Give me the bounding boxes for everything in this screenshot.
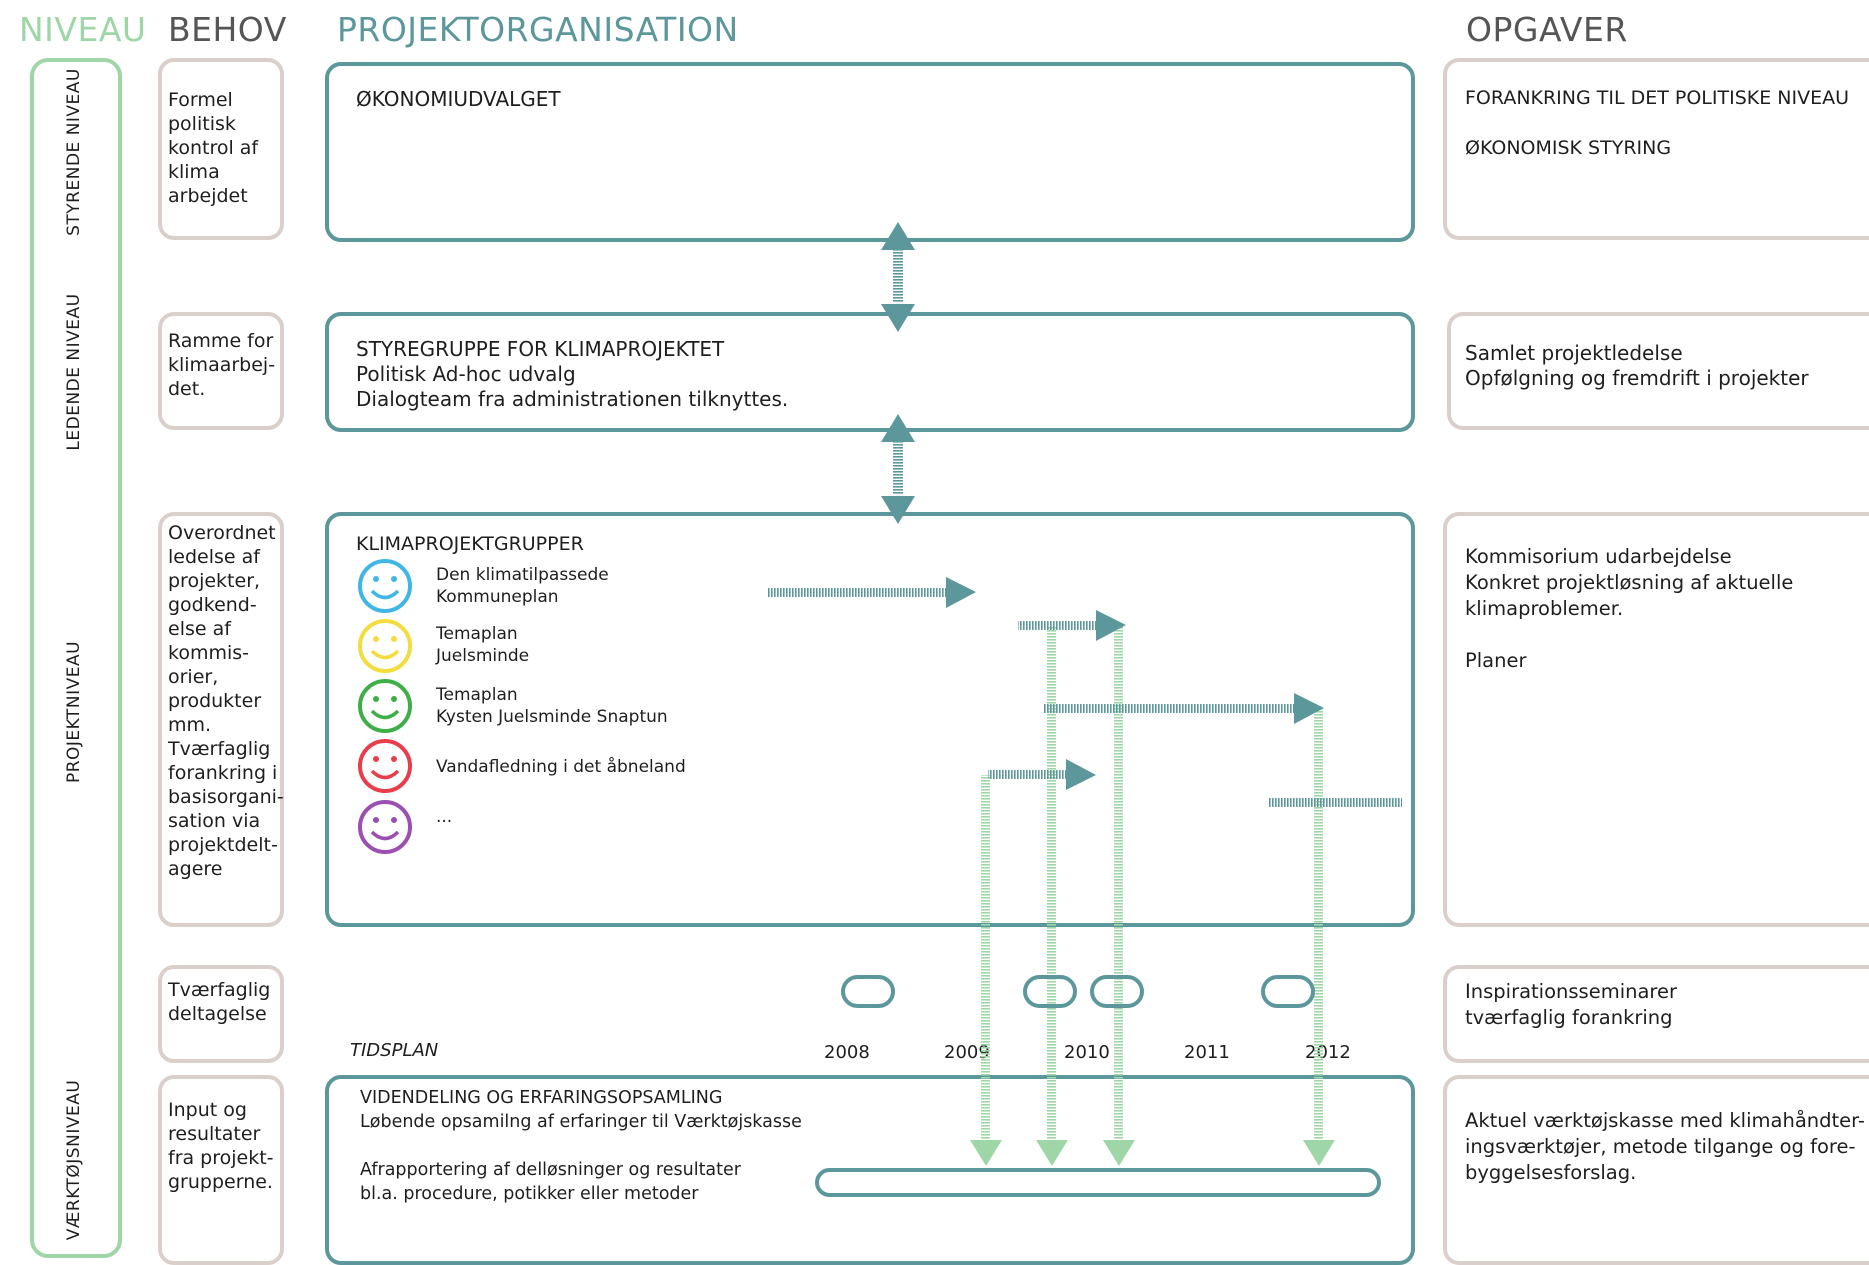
okonomiudvalget-box: [325, 62, 1415, 242]
year-label-2008: 2008: [824, 1042, 870, 1063]
opgaver-text-1: FORANKRING TIL DET POLITISKE NIVEAU ØKON…: [1465, 87, 1849, 159]
behov-text-5: Input og resultater fra projekt- grupper…: [168, 1099, 274, 1193]
group-label-4: Vandafledning i det åbneland: [436, 757, 686, 777]
behov-text-3: Overordnet ledelse af projekter, godkend…: [168, 522, 284, 880]
arrow-okonomi-styregruppe: [881, 222, 915, 332]
timeline-line-ellipsis: [1268, 798, 1402, 807]
smiley-red-icon: [358, 739, 412, 793]
opgaver-text-2: Samlet projektledelse Opfølgning og frem…: [1465, 341, 1809, 390]
timeline-arrow-kommuneplan: [768, 577, 976, 608]
behov-text-1: Formel politisk kontrol af klima arbejde…: [168, 89, 259, 207]
smiley-green-icon: [358, 679, 412, 733]
smiley-blue-icon: [358, 559, 412, 613]
seminar-marker-2010: [1090, 975, 1144, 1008]
opgaver-box-2: [1447, 312, 1869, 430]
behov-box-1: [158, 58, 284, 240]
seminar-marker-2009: [1023, 975, 1077, 1008]
behov-box-4: [158, 965, 284, 1063]
header-behov: BEHOV: [168, 10, 287, 49]
opgaver-box-3: [1443, 512, 1869, 927]
behov-box-2: [158, 312, 284, 430]
opgaver-text-5: Aktuel værktøjskasse med klimahåndter- i…: [1465, 1109, 1865, 1184]
behov-box-3: [158, 512, 284, 927]
header-projektorganisation: PROJEKTORGANISATION: [337, 10, 739, 49]
toolbox-bar: [815, 1168, 1381, 1197]
header-opgaver: OPGAVER: [1466, 10, 1628, 49]
behov-text-2: Ramme for klimaarbej- det.: [168, 330, 276, 400]
seminar-marker-2012: [1261, 975, 1315, 1008]
tidsplan-label: TIDSPLAN: [350, 1040, 439, 1061]
smiley-yellow-icon: [358, 619, 412, 673]
timeline-arrow-vandafledning: [988, 759, 1096, 790]
klimaprojektgrupper-box: [325, 512, 1415, 927]
header-niveau: NIVEAU: [19, 10, 147, 49]
seminar-marker-2008: [841, 975, 895, 1008]
timeline-arrow-juelsminde: [1018, 610, 1126, 641]
green-connectors: [970, 627, 1335, 1166]
arrow-styregruppe-klima: [881, 414, 915, 524]
okonomiudvalget-title: ØKONOMIUDVALGET: [356, 87, 561, 111]
styregruppe-box: [325, 312, 1415, 432]
year-label-2011: 2011: [1184, 1042, 1230, 1063]
klimaprojektgrupper-title: KLIMAPROJEKTGRUPPER: [356, 533, 584, 555]
styregruppe-text: STYREGRUPPE FOR KLIMAPROJEKTET Politisk …: [356, 337, 789, 411]
group-label-5: ...: [436, 807, 453, 827]
opgaver-text-3: Kommisorium udarbejdelse Konkret projekt…: [1465, 545, 1794, 672]
year-label-2009: 2009: [944, 1042, 990, 1063]
smiley-purple-icon: [358, 800, 412, 854]
opgaver-box-1: [1443, 58, 1869, 240]
year-label-2010: 2010: [1064, 1042, 1110, 1063]
behov-text-4: Tværfaglig deltagelse: [168, 979, 271, 1025]
group-label-3: Temaplan Kysten Juelsminde Snaptun: [436, 685, 668, 727]
timeline-arrow-kysten: [1044, 693, 1324, 724]
opgaver-box-4: [1443, 965, 1869, 1063]
group-label-1: Den klimatilpassede Kommuneplan: [436, 565, 609, 607]
group-label-2: Temaplan Juelsminde: [436, 624, 530, 666]
videndeling-text: VIDENDELING OG ERFARINGSOPSAMLING Løbend…: [360, 1088, 802, 1204]
opgaver-text-4: Inspirationsseminarer tværfaglig forankr…: [1465, 980, 1678, 1029]
